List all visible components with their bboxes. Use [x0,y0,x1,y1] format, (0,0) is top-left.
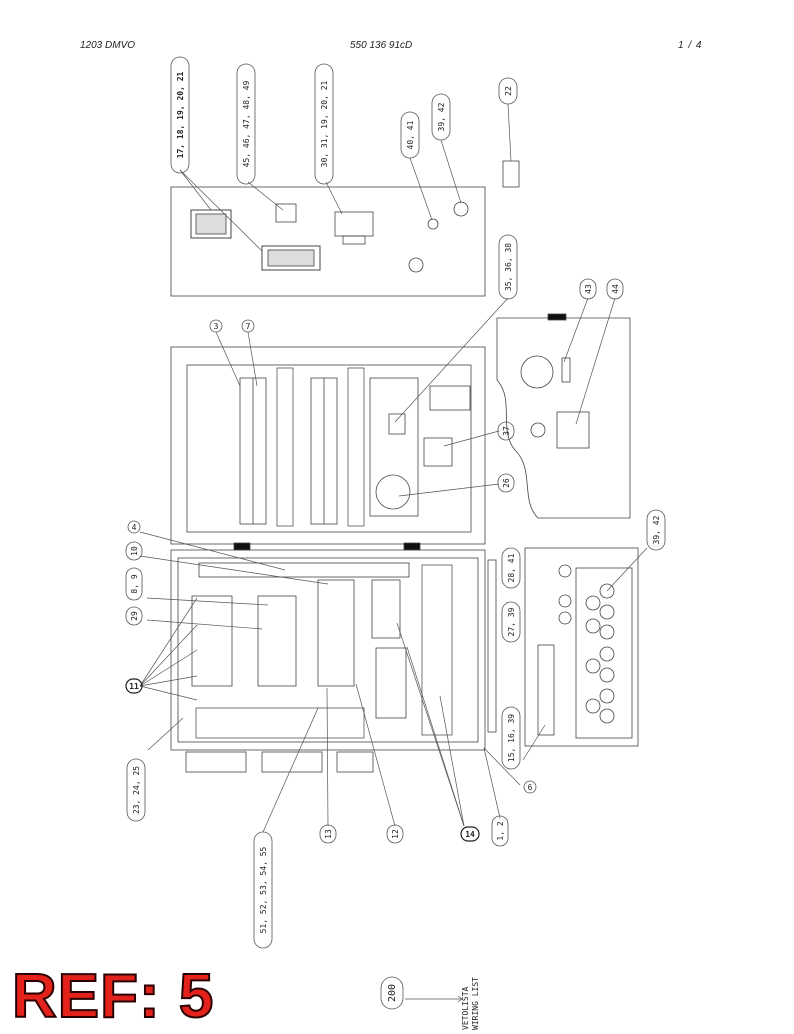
svg-text:22: 22 [504,86,513,96]
label-22-box [502,160,520,188]
callout-6: 22 [498,77,518,105]
callout-15: 10 [125,541,143,561]
svg-text:11: 11 [129,682,139,691]
svg-text:44: 44 [611,284,620,294]
svg-text:7: 7 [246,322,251,331]
svg-text:8, 9: 8, 9 [130,574,139,593]
middle-mounting-plate [170,346,486,551]
svg-text:1, 2: 1, 2 [496,821,505,840]
callout-23: 15, 16, 39 [501,706,521,770]
callout-12: 37 [497,421,515,441]
callout-13: 26 [497,473,515,493]
svg-text:17, 18, 19, 20, 21: 17, 18, 19, 20, 21 [176,71,185,158]
svg-text:28, 41: 28, 41 [507,553,516,582]
header-doc-number: 550 136 91cD [350,40,413,51]
svg-text:13: 13 [324,829,333,839]
callout-11: 7 [241,319,255,333]
reference-stamp: REF: 5 [11,962,215,1031]
svg-text:12: 12 [391,829,400,839]
leader-lines [139,103,648,1003]
wiring-list-label: VETOLISTA WIRING LIST [461,977,480,1030]
svg-text:39, 42: 39, 42 [652,515,661,544]
header-model: 1203 DMVO [80,40,136,51]
main-cabinet [170,549,497,751]
svg-text:26: 26 [502,478,511,488]
svg-text:200: 200 [387,984,398,1002]
callout-1: 17, 18, 19, 20, 21 [170,56,190,174]
door-panel [496,313,631,519]
callout-20: 27, 39 [501,601,521,643]
svg-text:3: 3 [214,322,219,331]
svg-text:29: 29 [130,611,139,621]
svg-text:15, 16, 39: 15, 16, 39 [507,714,516,762]
callout-17: 29 [125,606,143,626]
callout-5: 39, 42 [431,93,451,141]
svg-text:43: 43 [584,284,593,294]
svg-text:14: 14 [465,830,475,839]
svg-text:VETOLISTA: VETOLISTA [461,986,470,1030]
callout-3: 30, 31, 19, 20, 21 [314,63,334,185]
callout-25: 51, 52, 53, 54, 55 [253,831,273,949]
gland-plate [524,547,639,747]
header-page: 1 / 4 [678,40,703,51]
svg-text:39, 42: 39, 42 [437,102,446,131]
svg-text:37: 37 [502,426,511,436]
top-connector-panel [170,186,486,297]
callout-30: 200 [380,976,404,1010]
svg-text:45, 46, 47, 48, 49: 45, 46, 47, 48, 49 [242,80,251,167]
callout-8: 43 [579,278,597,300]
callout-14: 4 [127,520,141,534]
cabinet-feet [185,751,374,773]
svg-text:4: 4 [132,523,137,532]
callout-7: 35, 36, 38 [498,234,518,300]
callout-27: 12 [386,824,404,844]
callout-4: 40, 41 [400,111,420,159]
callout-21: 39, 42 [646,509,666,551]
svg-text:40, 41: 40, 41 [406,120,415,149]
svg-text:10: 10 [130,546,139,556]
callout-22: 23, 24, 25 [126,758,146,822]
callout-29: 1, 2 [491,815,509,847]
callout-19: 28, 41 [501,547,521,589]
svg-text:30, 31, 19, 20, 21: 30, 31, 19, 20, 21 [320,80,329,167]
callout-10: 3 [209,319,223,333]
svg-text:6: 6 [528,783,533,792]
callout-18: 11 [125,678,143,694]
svg-text:23, 24, 25: 23, 24, 25 [132,766,141,814]
callout-28: 14 [460,826,480,842]
callout-24: 6 [523,780,537,794]
svg-text:51, 52, 53, 54, 55: 51, 52, 53, 54, 55 [259,846,268,933]
svg-text:35, 36, 38: 35, 36, 38 [504,243,513,291]
svg-text:WIRING LIST: WIRING LIST [471,977,480,1030]
callout-9: 44 [606,278,624,300]
svg-text:27, 39: 27, 39 [507,607,516,636]
callout-26: 13 [319,824,337,844]
callout-2: 45, 46, 47, 48, 49 [236,63,256,185]
callout-16: 8, 9 [125,567,143,601]
